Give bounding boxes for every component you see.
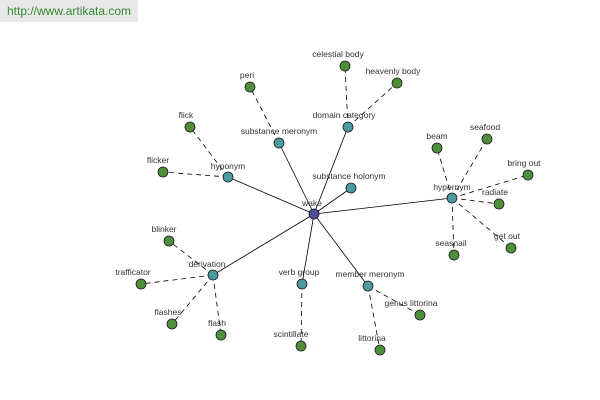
label-relation-domain-category: domain category xyxy=(313,110,377,120)
edge-substance-holonym xyxy=(313,187,352,215)
node-word-flashes[interactable] xyxy=(166,318,178,330)
label-word-peri: peri xyxy=(240,70,254,80)
label-word-flashes: flashes xyxy=(155,307,182,317)
node-center-wake[interactable] xyxy=(308,208,320,220)
label-word-littorina: littorina xyxy=(358,333,386,343)
node-word-seafood[interactable] xyxy=(481,133,493,145)
node-word-flicker[interactable] xyxy=(157,166,169,178)
node-word-flash[interactable] xyxy=(215,329,227,341)
node-relation-derivation[interactable] xyxy=(207,269,219,281)
label-word-genus-littorina: genus littorina xyxy=(385,298,438,308)
node-word-trafficator[interactable] xyxy=(135,278,147,290)
node-word-peri[interactable] xyxy=(244,81,256,93)
edge-substance-meronym xyxy=(278,142,315,215)
label-word-seasnail: seasnail xyxy=(435,238,466,248)
label-word-heavenly-body: heavenly body xyxy=(366,66,422,76)
edge-heavenly-body xyxy=(347,82,398,128)
node-relation-substance-holonym[interactable] xyxy=(345,182,357,194)
edge-flick xyxy=(189,126,229,178)
node-word-littorina[interactable] xyxy=(374,344,386,356)
edge-blinker xyxy=(168,240,214,276)
label-word-flash: flash xyxy=(208,318,226,328)
edge-littorina xyxy=(367,285,381,351)
edge-flashes xyxy=(171,274,214,325)
graph-labels: wake hyponym substance meronym domain categ… xyxy=(115,49,541,343)
edge-seasnail xyxy=(451,197,455,256)
node-relation-hyponym[interactable] xyxy=(222,171,234,183)
edge-seafood xyxy=(451,138,488,199)
node-relation-domain-category[interactable] xyxy=(342,121,354,133)
node-word-radiate[interactable] xyxy=(493,198,505,210)
node-word-genus-littorina[interactable] xyxy=(414,309,426,321)
label-relation-verb-group: verb group xyxy=(279,267,320,277)
site-watermark: http://www.artikata.com xyxy=(0,0,138,22)
label-word-get-out: get out xyxy=(494,231,521,241)
node-word-bring-out[interactable] xyxy=(522,169,534,181)
label-word-trafficator: trafficator xyxy=(115,267,150,277)
label-relation-substance-meronym: substance meronym xyxy=(241,126,318,136)
edge-bring-out xyxy=(451,174,529,199)
edge-radiate xyxy=(451,197,500,205)
edge-member-meronym xyxy=(313,213,369,287)
node-word-blinker[interactable] xyxy=(163,235,175,247)
label-relation-member-meronym: member meronym xyxy=(336,269,405,279)
edge-flicker xyxy=(162,171,229,178)
label-word-radiate: radiate xyxy=(482,187,508,197)
label-word-flicker: flicker xyxy=(147,155,169,165)
node-relation-member-meronym[interactable] xyxy=(362,280,374,292)
graph-edges xyxy=(140,65,529,351)
edge-get-out xyxy=(451,197,512,249)
label-relation-substance-holonym: substance holonym xyxy=(312,171,385,181)
node-word-heavenly-body[interactable] xyxy=(391,77,403,89)
node-relation-substance-meronym[interactable] xyxy=(273,137,285,149)
edge-trafficator xyxy=(140,274,214,285)
node-relation-verb-group[interactable] xyxy=(296,278,308,290)
node-relation-hypernym[interactable] xyxy=(446,192,458,204)
label-word-flick: flick xyxy=(179,110,194,120)
label-relation-hypernym: hypernym xyxy=(433,182,470,192)
edge-genus-littorina xyxy=(367,285,421,316)
label-word-blinker: blinker xyxy=(151,224,176,234)
node-word-scintillate[interactable] xyxy=(295,340,307,352)
label-relation-derivation: derivation xyxy=(189,259,226,269)
node-word-celestial-body[interactable] xyxy=(339,60,351,72)
label-word-beam: beam xyxy=(426,131,447,141)
edge-scintillate xyxy=(300,283,303,347)
edge-verb-group xyxy=(301,213,315,285)
edge-hypernym xyxy=(313,197,453,215)
node-word-flick[interactable] xyxy=(184,121,196,133)
label-relation-hyponym: hyponym xyxy=(211,161,246,171)
edge-hyponym xyxy=(227,176,315,215)
graph-nodes xyxy=(135,60,534,356)
label-word-bring-out: bring out xyxy=(507,158,541,168)
edge-derivation xyxy=(212,213,315,276)
node-word-seasnail[interactable] xyxy=(448,249,460,261)
edge-flash xyxy=(212,274,222,336)
edge-peri xyxy=(249,86,280,144)
node-word-get-out[interactable] xyxy=(505,242,517,254)
label-word-seafood: seafood xyxy=(470,122,501,132)
edge-domain-category xyxy=(313,126,349,215)
label-word-celestial-body: celestial body xyxy=(312,49,364,59)
edge-celestial-body xyxy=(344,65,349,128)
node-word-beam[interactable] xyxy=(431,142,443,154)
label-word-scintillate: scintillate xyxy=(274,329,309,339)
label-center-wake: wake xyxy=(301,198,322,208)
